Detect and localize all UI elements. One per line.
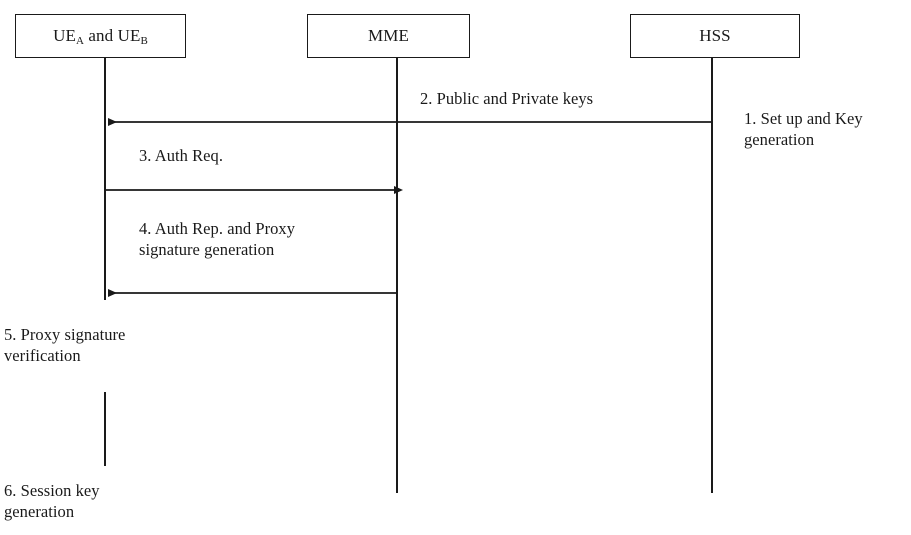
message-label-5-proxy-signature-verification: 5. Proxy signature verification: [4, 325, 126, 365]
actor-label-ue-sub-a: A: [75, 35, 85, 47]
message-label-3-auth-req: 3. Auth Req.: [139, 146, 224, 165]
message-label-2-public-and-private-keys: 2. Public and Private keys: [420, 89, 594, 108]
actor-label-ue-sub-b: B: [140, 35, 148, 47]
message-label-1-setup-and-key-generation: 1. Set up and Key generation: [744, 109, 863, 149]
actor-label-mme: MME: [368, 26, 409, 45]
actor-box-mme[interactable]: MME: [307, 14, 470, 58]
message-label-4-auth-rep-and-proxy-signature-generation: 4. Auth Rep. and Proxy signature generat…: [139, 219, 296, 259]
actor-label-hss: HSS: [699, 26, 731, 45]
actor-box-hss[interactable]: HSS: [630, 14, 800, 58]
actor-box-ue[interactable]: UEA and UEB: [15, 14, 186, 58]
message-label-6-session-key-generation: 6. Session key generation: [4, 481, 100, 521]
actor-label-ue: UEA and UEB: [53, 26, 148, 47]
